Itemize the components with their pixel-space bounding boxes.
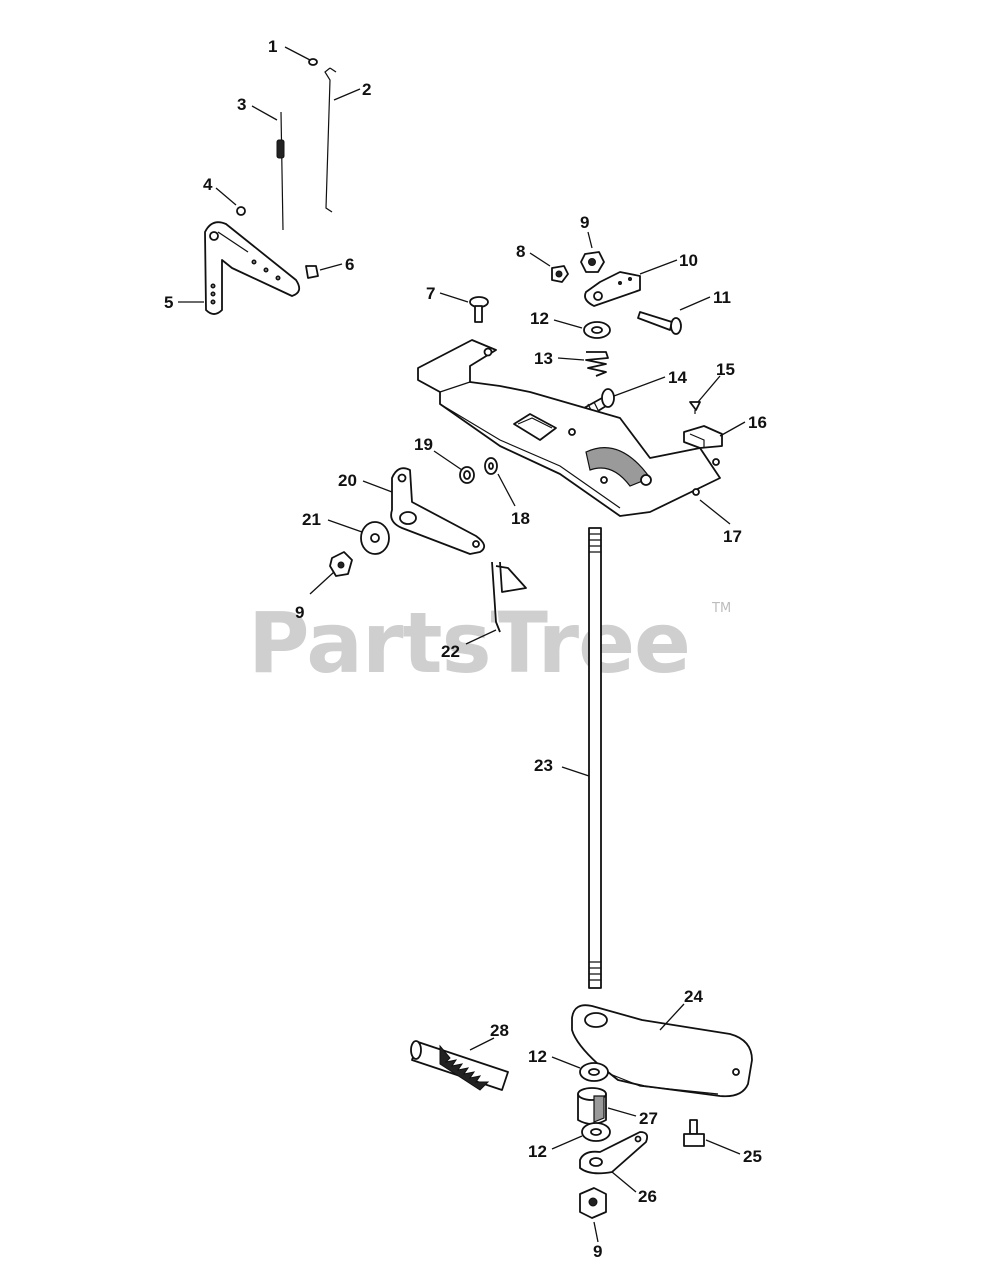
part-7-screw[interactable] [469, 296, 489, 323]
callout-5[interactable]: 5 [164, 293, 173, 312]
callout-9-bottom[interactable]: 9 [593, 1242, 602, 1261]
part-9-nut-top[interactable] [580, 251, 605, 273]
callout-9-top[interactable]: 9 [580, 213, 589, 232]
callout-16[interactable]: 16 [748, 413, 767, 432]
callout-27[interactable]: 27 [639, 1109, 658, 1128]
part-28-spring[interactable] [410, 1040, 509, 1091]
callout-28[interactable]: 28 [490, 1021, 509, 1040]
part-9-nut-bottom[interactable] [579, 1187, 607, 1219]
part-4-washer[interactable] [236, 206, 246, 216]
callout-26[interactable]: 26 [638, 1187, 657, 1206]
part-1-pin[interactable] [308, 58, 318, 66]
part-24-plate[interactable] [571, 1004, 753, 1098]
part-8-nut[interactable] [551, 265, 569, 283]
callout-20[interactable]: 20 [338, 471, 357, 490]
part-20-lever-arm[interactable] [390, 467, 486, 555]
callout-19[interactable]: 19 [414, 435, 433, 454]
callout-9-middle[interactable]: 9 [295, 603, 304, 622]
part-25-bolt[interactable] [683, 1119, 705, 1147]
callout-7[interactable]: 7 [426, 284, 435, 303]
part-11-bolt[interactable] [637, 311, 682, 335]
part-12-washer-upper[interactable] [583, 321, 611, 339]
part-21-washer[interactable] [360, 521, 390, 555]
callout-10[interactable]: 10 [679, 251, 698, 270]
watermark-trademark: TM [711, 601, 731, 616]
part-6-clip[interactable] [305, 265, 319, 279]
part-12-washer-lower-b[interactable] [581, 1122, 611, 1142]
part-27-spacer[interactable] [577, 1087, 607, 1125]
callout-22[interactable]: 22 [441, 642, 460, 661]
callout-8[interactable]: 8 [516, 242, 525, 261]
part-9-nut-middle[interactable] [329, 551, 353, 577]
callout-12-upper[interactable]: 12 [530, 309, 549, 328]
part-13-spring[interactable] [585, 351, 609, 377]
part-19-washer[interactable] [459, 466, 475, 484]
callout-labels: 1 2 3 4 5 6 7 8 9 10 11 12 13 14 15 16 1… [164, 37, 767, 1261]
callout-11[interactable]: 11 [713, 288, 731, 307]
part-3-spring-rod[interactable] [276, 111, 285, 231]
callout-13[interactable]: 13 [534, 349, 553, 368]
callout-25[interactable]: 25 [743, 1147, 762, 1166]
callout-24[interactable]: 24 [684, 987, 703, 1006]
watermark: PartsTree TM [248, 594, 731, 692]
part-12-washer-lower-a[interactable] [579, 1062, 609, 1082]
callout-15[interactable]: 15 [716, 360, 735, 379]
part-5-lever[interactable] [204, 221, 301, 315]
part-26-link[interactable] [579, 1131, 649, 1175]
callout-4[interactable]: 4 [203, 175, 213, 194]
callout-6[interactable]: 6 [345, 255, 354, 274]
callout-2[interactable]: 2 [362, 80, 371, 99]
part-22-hairpin[interactable] [491, 561, 527, 633]
part-2-rod[interactable] [324, 67, 337, 213]
part-18-washer[interactable] [484, 457, 498, 475]
part-17-main-bracket[interactable] [417, 339, 721, 517]
part-10-bracket[interactable] [584, 271, 641, 307]
callout-1[interactable]: 1 [268, 37, 277, 56]
part-15-screw[interactable] [689, 401, 701, 414]
callout-18[interactable]: 18 [511, 509, 530, 528]
callout-3[interactable]: 3 [237, 95, 246, 114]
part-23-shaft[interactable] [588, 527, 602, 989]
callout-12-lower-b[interactable]: 12 [528, 1142, 547, 1161]
callout-12-lower-a[interactable]: 12 [528, 1047, 547, 1066]
callout-21[interactable]: 21 [302, 510, 321, 529]
part-16-clip[interactable] [683, 425, 723, 449]
leader-lines [178, 46, 746, 1243]
callout-17[interactable]: 17 [723, 527, 742, 546]
callout-14[interactable]: 14 [668, 368, 687, 387]
callout-23[interactable]: 23 [534, 756, 553, 775]
